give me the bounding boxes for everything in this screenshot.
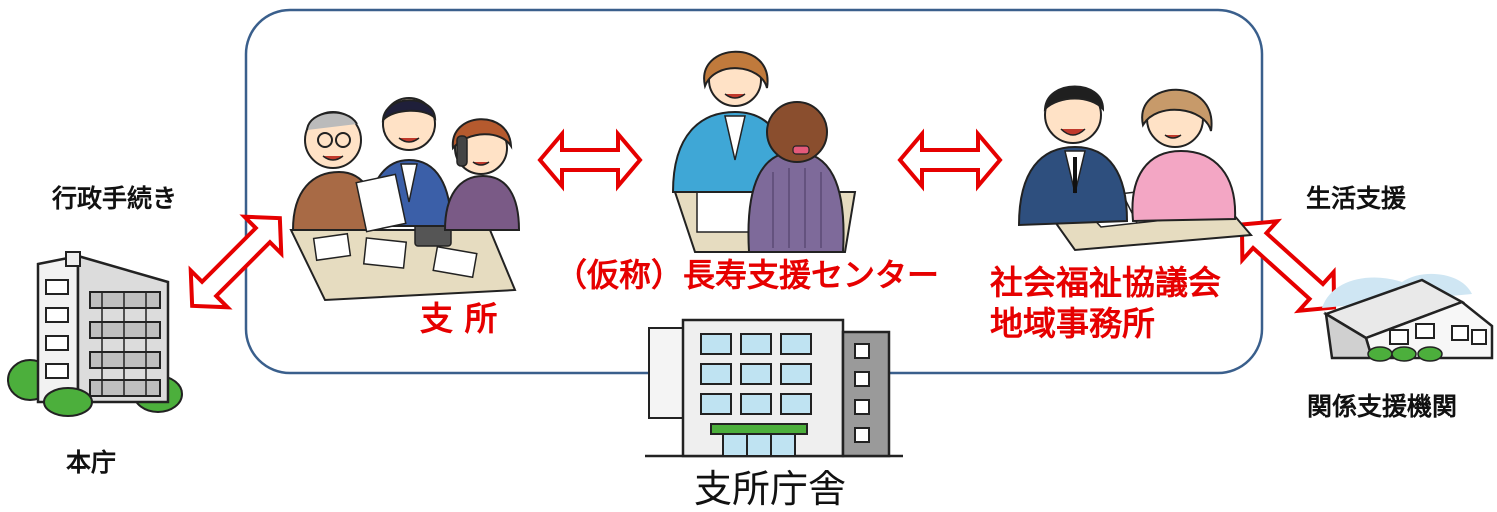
office-staff-meeting-icon — [289, 97, 521, 302]
office-building-icon — [7, 251, 183, 417]
label-branch-office: 支 所 — [420, 299, 498, 338]
label-administrative-procedures: 行政手続き — [52, 184, 178, 213]
label-related-agencies: 関係支援機関 — [1307, 392, 1458, 421]
label-branch-building: 支所庁舎 — [694, 467, 847, 511]
arrow-branch-center — [537, 128, 643, 192]
house-facility-icon — [1322, 273, 1494, 362]
arrow-main-office-branch — [188, 214, 284, 310]
arrow-council-agencies — [1239, 218, 1337, 314]
label-main-office: 本庁 — [66, 448, 117, 477]
arrow-center-council — [897, 128, 1003, 192]
counseling-icon — [1017, 85, 1254, 252]
branch-building-icon — [645, 318, 903, 458]
label-social-welfare-council-line2: 地域事務所 — [990, 304, 1155, 343]
consultation-icon — [671, 50, 857, 253]
label-longevity-center: （仮称）長寿支援センター — [555, 256, 940, 294]
label-life-support: 生活支援 — [1306, 184, 1407, 213]
label-social-welfare-council-line1: 社会福祉協議会 — [990, 263, 1221, 302]
